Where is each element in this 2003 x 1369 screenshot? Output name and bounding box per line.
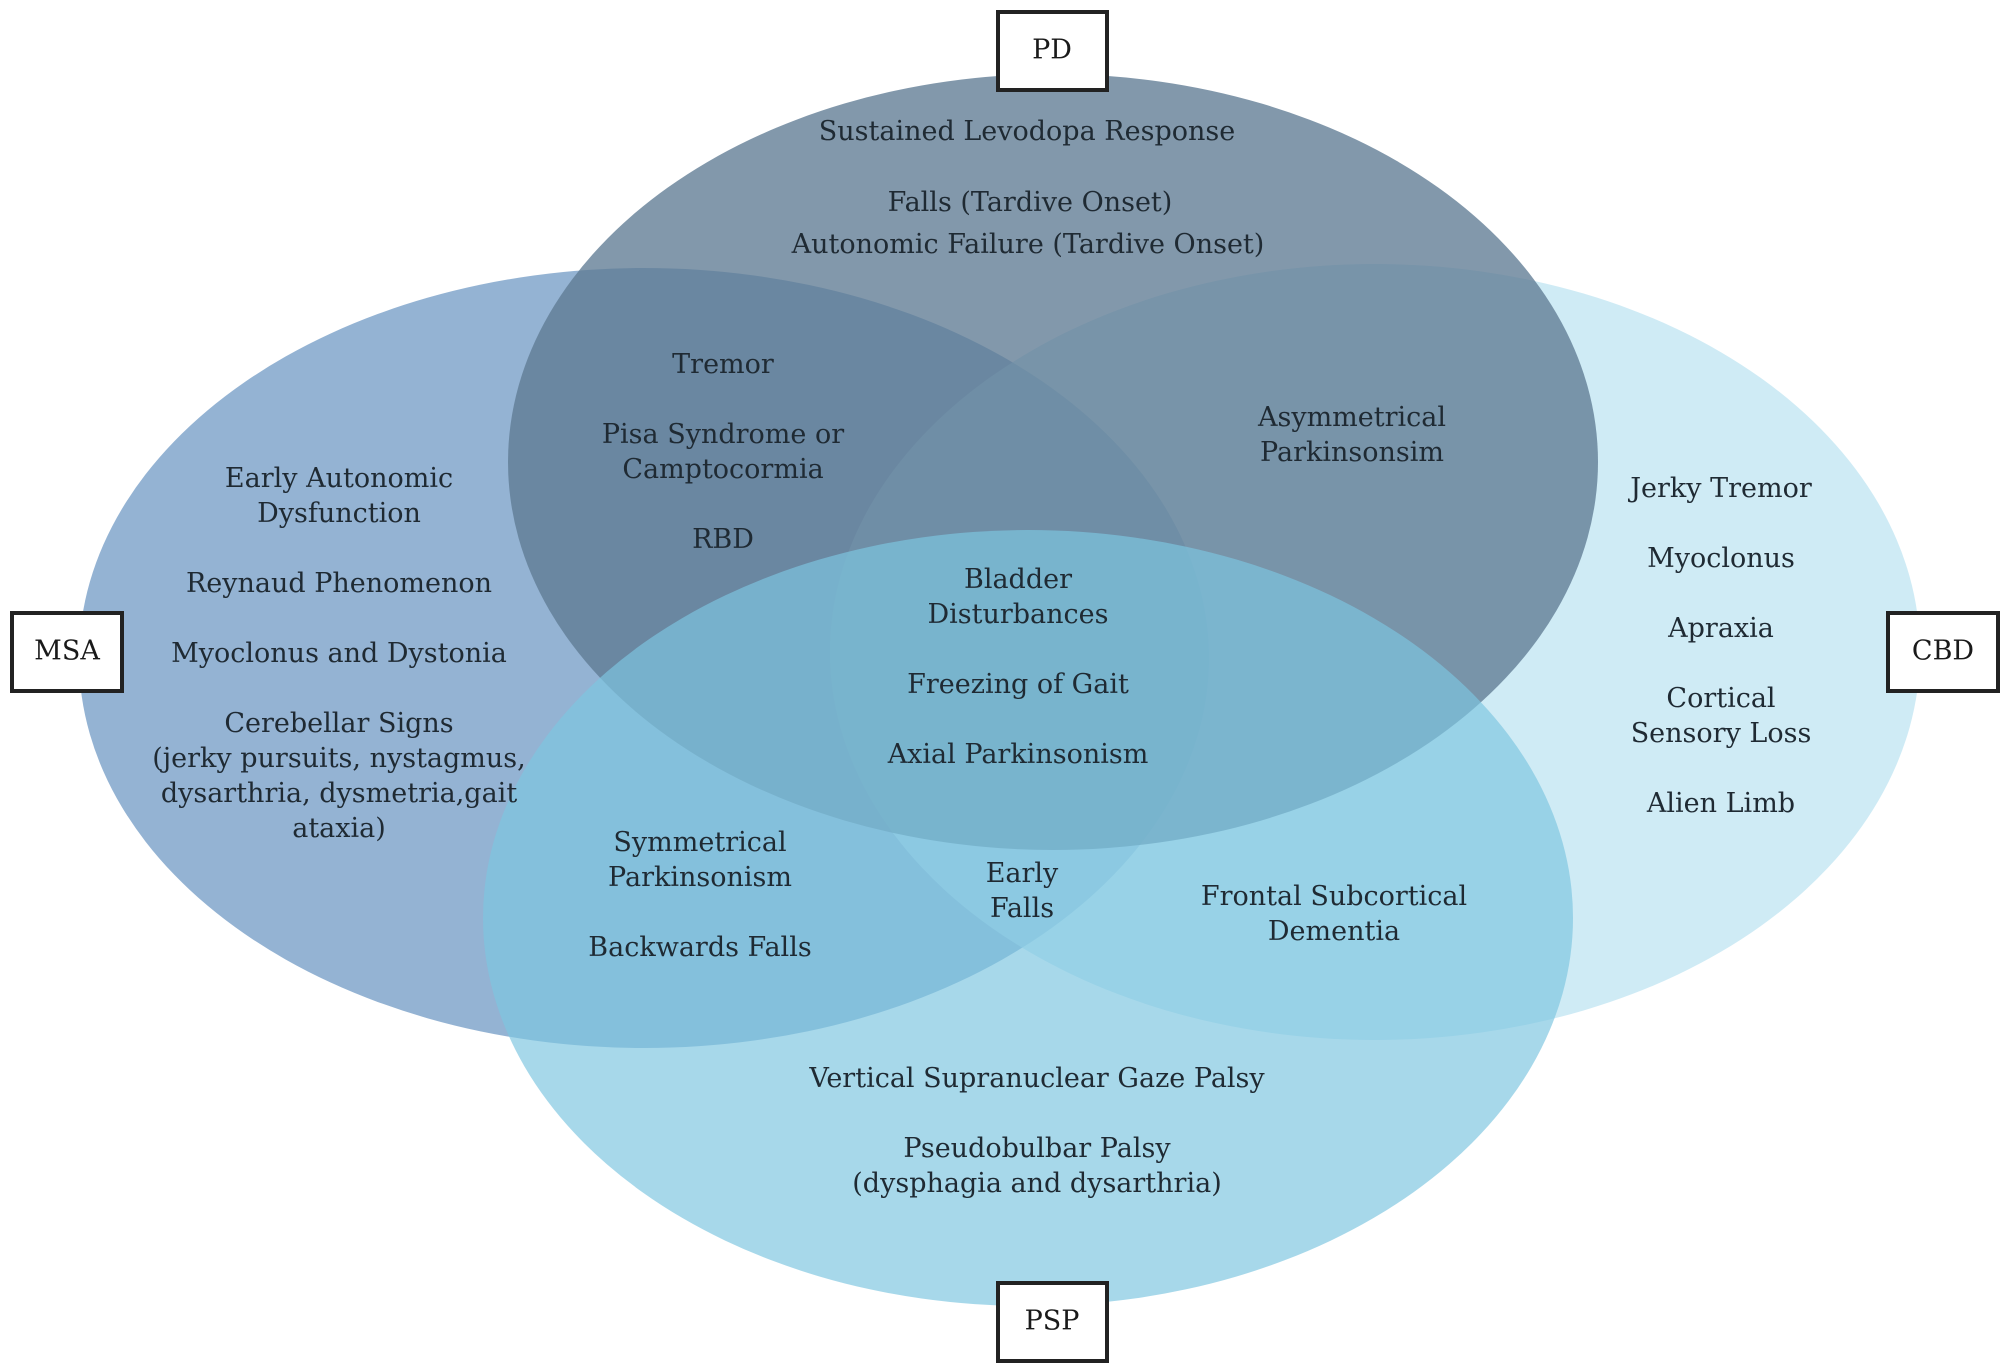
myoclonus-dystonia-text: Myoclonus and Dystonia xyxy=(171,638,507,669)
region-msa-only: Early Autonomic Dysfunction Reynaud Phen… xyxy=(152,463,525,844)
asymmetrical-text-line-1: Asymmetrical xyxy=(1257,402,1446,433)
region-pd-msa: Tremor Pisa Syndrome or Camptocormia RBD xyxy=(602,349,844,555)
cerebellar-text-line-4: ataxia) xyxy=(292,813,386,844)
autonomic-tardive-text: Autonomic Failure (Tardive Onset) xyxy=(791,229,1265,260)
cortical-text-line-1: Cortical xyxy=(1666,683,1775,714)
early-falls-text-line-1: Early xyxy=(986,858,1059,889)
region-pd-cbd: Asymmetrical Parkinsonsim xyxy=(1257,402,1446,468)
psp-label: PSP xyxy=(996,1281,1109,1363)
pseudobulbar-text-line-2: (dysphagia and dysarthria) xyxy=(852,1168,1221,1199)
freezing-text: Freezing of Gait xyxy=(907,669,1129,700)
region-psp-only: Vertical Supranuclear Gaze Palsy Pseudob… xyxy=(808,1063,1265,1199)
backwards-falls-text: Backwards Falls xyxy=(588,932,811,963)
region-msa-cbd-psp: Early Falls xyxy=(986,858,1059,924)
cerebellar-text-line-1: Cerebellar Signs xyxy=(224,708,453,739)
tremor-text: Tremor xyxy=(672,349,774,380)
apraxia-text: Apraxia xyxy=(1667,613,1774,644)
early-autonomic-text-line-1: Early Autonomic xyxy=(225,463,453,494)
bladder-text-line-1: Bladder xyxy=(964,564,1072,595)
cerebellar-text-line-3: dysarthria, dysmetria,gait xyxy=(161,778,518,809)
frontal-text-line-1: Frontal Subcortical xyxy=(1201,881,1467,912)
pisa-text-line-1: Pisa Syndrome or xyxy=(602,419,844,450)
svg-text:PSP: PSP xyxy=(1025,1306,1080,1337)
frontal-text-line-2: Dementia xyxy=(1268,916,1400,947)
falls-tardive-text: Falls (Tardive Onset) xyxy=(888,187,1173,218)
early-autonomic-text-line-2: Dysfunction xyxy=(257,498,421,529)
vertical-gaze-text: Vertical Supranuclear Gaze Palsy xyxy=(808,1063,1265,1094)
symmetrical-text-line-2: Parkinsonism xyxy=(608,862,792,893)
axial-text: Axial Parkinsonism xyxy=(887,739,1149,770)
asymmetrical-text-line-2: Parkinsonsim xyxy=(1260,437,1444,468)
svg-text:PD: PD xyxy=(1032,35,1072,66)
msa-label: MSA xyxy=(10,611,124,693)
cbd-label: CBD xyxy=(1886,611,2000,693)
bladder-text-line-2: Disturbances xyxy=(927,599,1108,630)
region-cbd-psp: Frontal Subcortical Dementia xyxy=(1201,881,1467,947)
pd-label: PD xyxy=(996,10,1109,92)
pseudobulbar-text-line-1: Pseudobulbar Palsy xyxy=(903,1133,1171,1164)
cerebellar-text-line-2: (jerky pursuits, nystagmus, xyxy=(152,743,525,774)
myoclonus-text: Myoclonus xyxy=(1647,543,1795,574)
region-center: Bladder Disturbances Freezing of Gait Ax… xyxy=(887,564,1149,770)
region-msa-psp: Symmetrical Parkinsonism Backwards Falls xyxy=(588,827,811,963)
region-pd-only: Sustained Levodopa Response Falls (Tardi… xyxy=(791,116,1265,260)
rbd-text: RBD xyxy=(692,524,754,555)
region-cbd-only: Jerky Tremor Myoclonus Apraxia Cortical … xyxy=(1627,473,1812,819)
alien-limb-text: Alien Limb xyxy=(1646,788,1795,819)
cortical-text-line-2: Sensory Loss xyxy=(1631,718,1812,749)
levodopa-response-text: Sustained Levodopa Response xyxy=(819,116,1235,147)
pisa-text-line-2: Camptocormia xyxy=(622,454,823,485)
svg-text:CBD: CBD xyxy=(1912,636,1974,667)
reynaud-text: Reynaud Phenomenon xyxy=(186,568,492,599)
jerky-tremor-text: Jerky Tremor xyxy=(1627,473,1812,504)
symmetrical-text-line-1: Symmetrical xyxy=(613,827,786,858)
svg-text:MSA: MSA xyxy=(34,636,100,667)
early-falls-text-line-2: Falls xyxy=(990,893,1054,924)
psp-ellipse xyxy=(483,530,1573,1306)
